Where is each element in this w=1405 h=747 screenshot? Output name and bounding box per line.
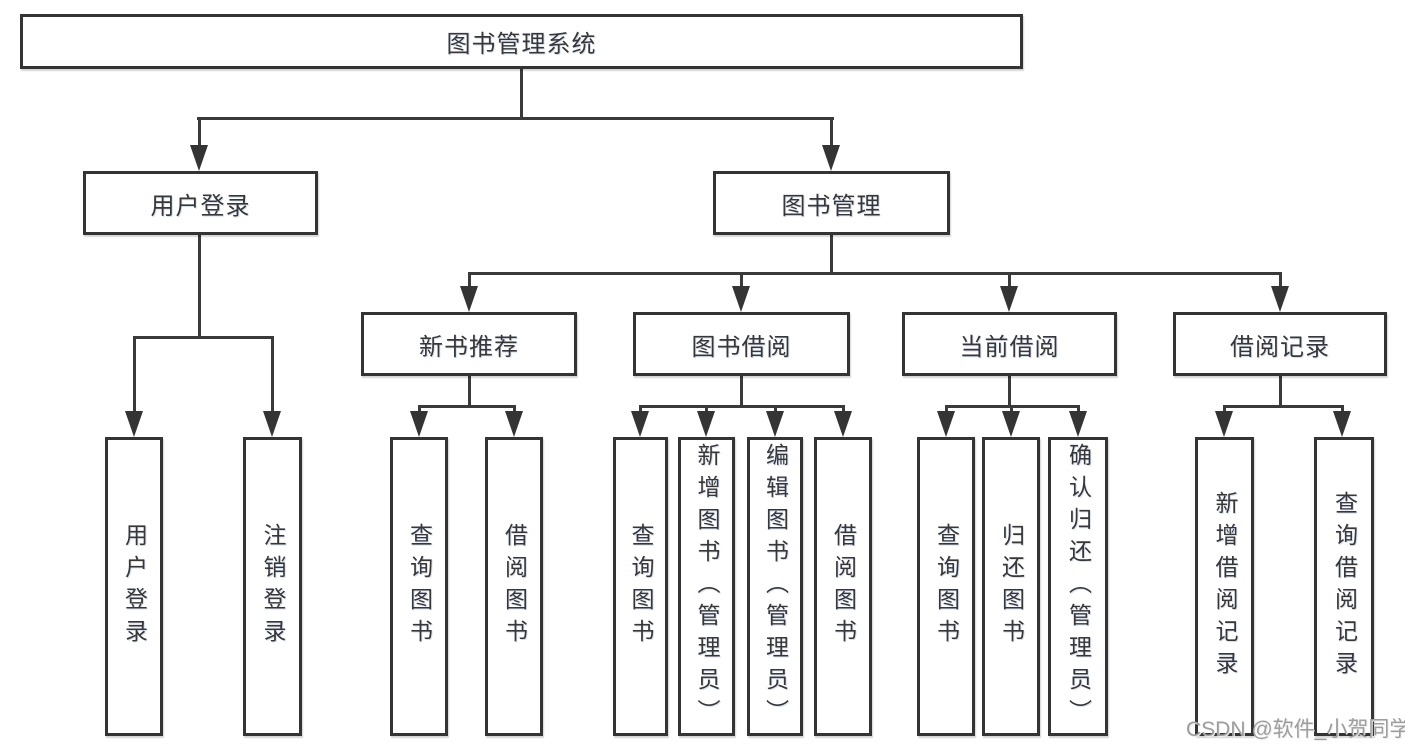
- arrow-down-icon: [263, 411, 281, 437]
- node-label: 当前借阅: [959, 333, 1060, 361]
- node-label: 借阅记录: [1230, 333, 1330, 361]
- node-book-management: 图书管理: [713, 171, 950, 235]
- arrow-down-icon: [125, 411, 143, 437]
- leaf-borrow-books-recommend: 借阅图书: [485, 437, 543, 736]
- arrow-down-icon: [1215, 411, 1233, 437]
- node-label: 图书借阅: [691, 333, 792, 361]
- arrow-down-icon: [190, 145, 208, 171]
- connector-line: [830, 235, 833, 274]
- leaf-confirm-return-admin: 确认归还（管理员）: [1048, 437, 1108, 736]
- leaf-query-books-borrowing: 查询图书: [613, 437, 668, 736]
- connector-line: [198, 117, 201, 153]
- connector-line: [740, 272, 743, 290]
- connector-line: [520, 69, 523, 118]
- connector-line: [1279, 272, 1282, 290]
- connector-line: [271, 336, 274, 418]
- leaf-label: 借阅图书: [830, 522, 857, 651]
- leaf-edit-books-admin: 编辑图书（管理员）: [747, 437, 803, 736]
- node-label: 用户登录: [150, 192, 251, 220]
- arrow-down-icon: [822, 145, 840, 171]
- arrow-down-icon: [834, 411, 852, 437]
- leaf-label: 编辑图书（管理员）: [762, 442, 789, 731]
- leaf-label: 注销登录: [260, 522, 286, 651]
- arrow-down-icon: [937, 411, 955, 437]
- arrow-down-icon: [1000, 286, 1018, 312]
- node-label: 新书推荐: [419, 333, 519, 361]
- connector-line: [468, 376, 471, 407]
- connector-line: [198, 235, 201, 338]
- leaf-label: 查询图书: [933, 522, 960, 651]
- leaf-label: 查询借阅记录: [1331, 490, 1358, 683]
- node-label: 图书管理系统: [446, 31, 597, 58]
- arrow-down-icon: [505, 411, 523, 437]
- leaf-user-login: 用户登录: [105, 437, 163, 736]
- leaf-add-books-admin: 新增图书（管理员）: [678, 437, 735, 736]
- connector-line: [418, 405, 515, 408]
- connector-line: [133, 336, 136, 418]
- leaf-query-books-recommend: 查询图书: [390, 437, 448, 736]
- node-label: 图书管理: [781, 192, 882, 220]
- leaf-query-books-current: 查询图书: [917, 437, 975, 736]
- leaf-borrow-books-borrowing: 借阅图书: [814, 437, 872, 736]
- leaf-add-borrow-record: 新增借阅记录: [1195, 437, 1254, 736]
- leaf-label: 新增图书（管理员）: [694, 442, 720, 731]
- arrow-down-icon: [631, 411, 649, 437]
- leaf-label: 确认归还（管理员）: [1065, 442, 1092, 731]
- connector-line: [639, 405, 845, 408]
- arrow-down-icon: [1069, 411, 1087, 437]
- connector-line: [133, 336, 274, 339]
- csdn-watermark: CSDN @软件_小贺同学: [1186, 718, 1405, 741]
- arrow-down-icon: [410, 411, 428, 437]
- arrow-down-icon: [1002, 411, 1020, 437]
- arrow-down-icon: [1271, 286, 1289, 312]
- connector-line: [1223, 405, 1344, 408]
- arrow-down-icon: [697, 411, 715, 437]
- leaf-label: 用户登录: [121, 522, 148, 651]
- connector-line: [468, 272, 1282, 275]
- node-book-borrowing: 图书借阅: [633, 312, 850, 376]
- leaf-return-books: 归还图书: [982, 437, 1040, 736]
- leaf-label: 查询图书: [628, 522, 654, 651]
- connector-line: [1008, 272, 1011, 290]
- leaf-label: 查询图书: [406, 522, 433, 651]
- connector-line: [1279, 376, 1282, 407]
- node-borrowing-records: 借阅记录: [1173, 312, 1387, 376]
- leaf-query-borrow-record: 查询借阅记录: [1314, 437, 1374, 736]
- connector-line: [740, 376, 743, 407]
- node-new-book-recommend: 新书推荐: [361, 312, 577, 376]
- connector-line: [1008, 376, 1011, 407]
- leaf-label: 借阅图书: [501, 522, 528, 651]
- arrow-down-icon: [732, 286, 750, 312]
- arrow-down-icon: [1333, 411, 1351, 437]
- connector-line: [468, 272, 471, 290]
- leaf-label: 归还图书: [998, 522, 1025, 651]
- arrow-down-icon: [766, 411, 784, 437]
- node-library-management-system: 图书管理系统: [20, 14, 1023, 69]
- leaf-label: 新增借阅记录: [1212, 490, 1238, 683]
- connector-line: [830, 117, 833, 153]
- connector-line: [197, 117, 834, 120]
- arrow-down-icon: [460, 286, 478, 312]
- node-current-borrowing: 当前借阅: [902, 312, 1117, 376]
- node-user-login: 用户登录: [83, 171, 318, 235]
- leaf-logout: 注销登录: [243, 437, 302, 736]
